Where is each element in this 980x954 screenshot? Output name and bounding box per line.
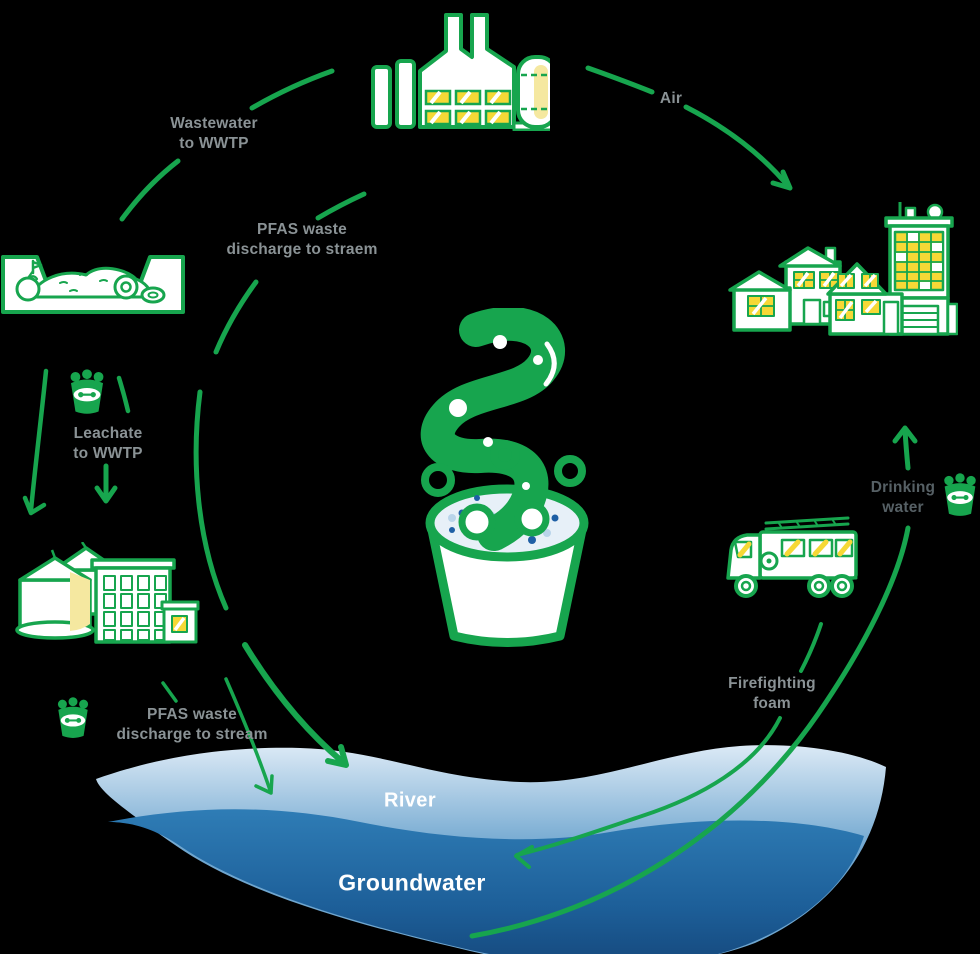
factory-icon xyxy=(371,13,550,131)
label-leachate-to-wwtp: Leachate to WWTP xyxy=(73,425,143,462)
label-pfas-discharge-lower: PFAS waste discharge to stream xyxy=(116,706,268,743)
label-drinking-water: Drinking water xyxy=(870,479,936,516)
arc-wastewater-to-wwtp xyxy=(119,68,335,222)
label-pfas-discharge-upper: PFAS waste discharge to straem xyxy=(226,221,378,258)
arrow-wwtp-to-river xyxy=(242,642,349,768)
groundwater-layer xyxy=(108,809,864,954)
pfas-foam-bucket-icon xyxy=(420,308,589,647)
label-air: Air xyxy=(659,90,683,108)
factory-windows xyxy=(424,89,512,126)
homes-icon xyxy=(728,202,958,336)
arrow-firefighting-foam xyxy=(514,622,823,869)
arrow-drinking-water xyxy=(469,425,918,939)
arrow-leachate-long xyxy=(22,368,131,516)
pfas-mini-bucket-icon xyxy=(69,368,105,415)
fire-truck-icon xyxy=(726,516,858,598)
arc-pfas-discharge-upper xyxy=(193,191,367,611)
arrow-discharge-thin xyxy=(161,677,274,795)
label-river: River xyxy=(383,789,437,812)
label-wastewater-to-wwtp: Wastewater to WWTP xyxy=(170,115,258,152)
pfas-mini-bucket-icon xyxy=(56,696,90,739)
landfill-icon xyxy=(1,255,185,314)
arrow-leachate-short xyxy=(94,463,118,504)
arrow-air xyxy=(585,65,793,191)
pfas-mini-bucket-icon xyxy=(943,472,977,517)
label-firefighting-foam: Firefighting foam xyxy=(728,675,816,712)
label-groundwater: Groundwater xyxy=(338,869,486,896)
wwtp-icon xyxy=(15,542,200,644)
